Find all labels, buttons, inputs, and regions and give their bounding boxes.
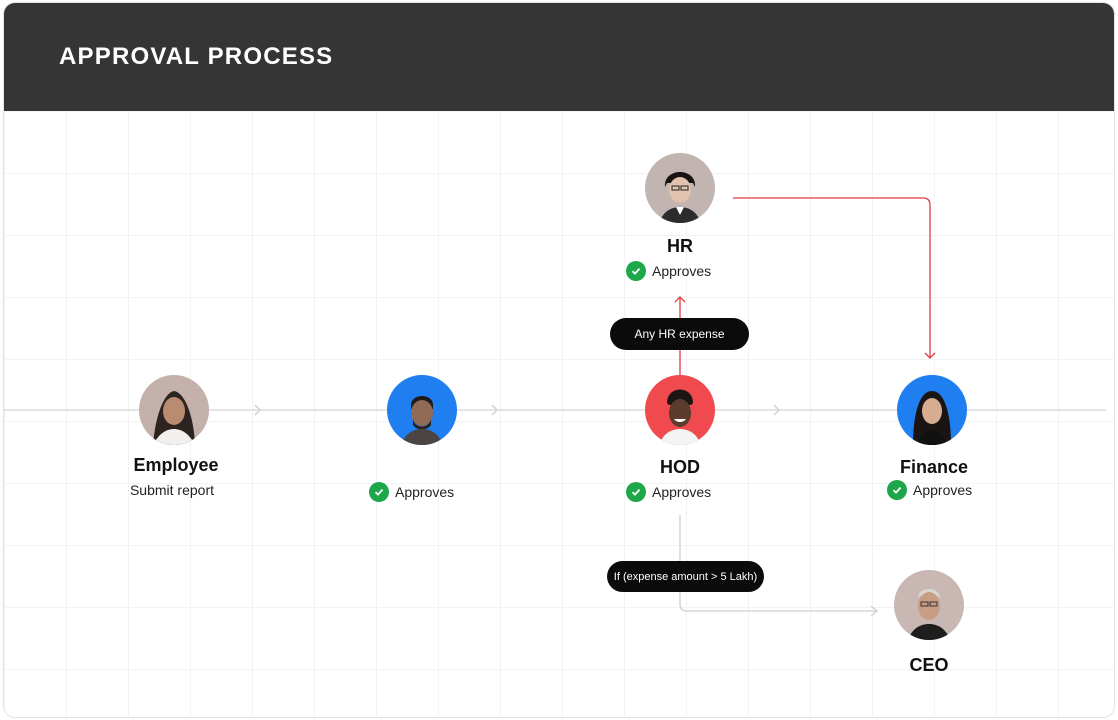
finance-name: Finance — [899, 457, 969, 477]
manager-status: Approves — [369, 482, 454, 502]
header-bar: APPROVAL PROCESS — [4, 3, 1114, 111]
chevron-right-icon — [254, 404, 261, 416]
manager-status-label: Approves — [395, 484, 455, 500]
condition-pill-hr: Any HR expense — [610, 318, 749, 350]
arrow-up-icon — [674, 296, 686, 303]
check-circle-icon — [626, 482, 646, 502]
chevron-right-icon — [773, 404, 780, 416]
hr-status-label: Approves — [652, 263, 712, 279]
finance-status-label: Approves — [913, 482, 973, 498]
hr-to-finance-line — [733, 197, 931, 358]
ceo-name: CEO — [909, 655, 949, 675]
approval-process-card: APPROVAL PROCESS Employee Submit report — [3, 2, 1115, 718]
avatar-hod — [645, 375, 715, 445]
avatar-employee — [139, 375, 209, 445]
avatar-ceo — [894, 570, 964, 640]
check-circle-icon — [369, 482, 389, 502]
finance-status: Approves — [887, 480, 972, 500]
hod-name: HOD — [660, 457, 700, 477]
condition-pill-ceo: If (expense amount > 5 Lakh) — [607, 561, 764, 592]
hod-to-ceo-line — [679, 515, 877, 612]
check-circle-icon — [887, 480, 907, 500]
page-title: APPROVAL PROCESS — [59, 43, 334, 70]
avatar-finance — [897, 375, 967, 445]
check-circle-icon — [626, 261, 646, 281]
employee-subtitle: Submit report — [129, 482, 215, 498]
employee-name: Employee — [133, 455, 219, 475]
arrow-right-icon — [870, 605, 879, 617]
avatar-hr — [645, 153, 715, 223]
arrow-down-icon — [924, 352, 936, 359]
hod-status-label: Approves — [652, 484, 712, 500]
hr-status: Approves — [626, 261, 711, 281]
hr-name: HR — [667, 236, 693, 256]
hod-status: Approves — [626, 482, 711, 502]
avatar-manager — [387, 375, 457, 445]
chevron-right-icon — [491, 404, 498, 416]
